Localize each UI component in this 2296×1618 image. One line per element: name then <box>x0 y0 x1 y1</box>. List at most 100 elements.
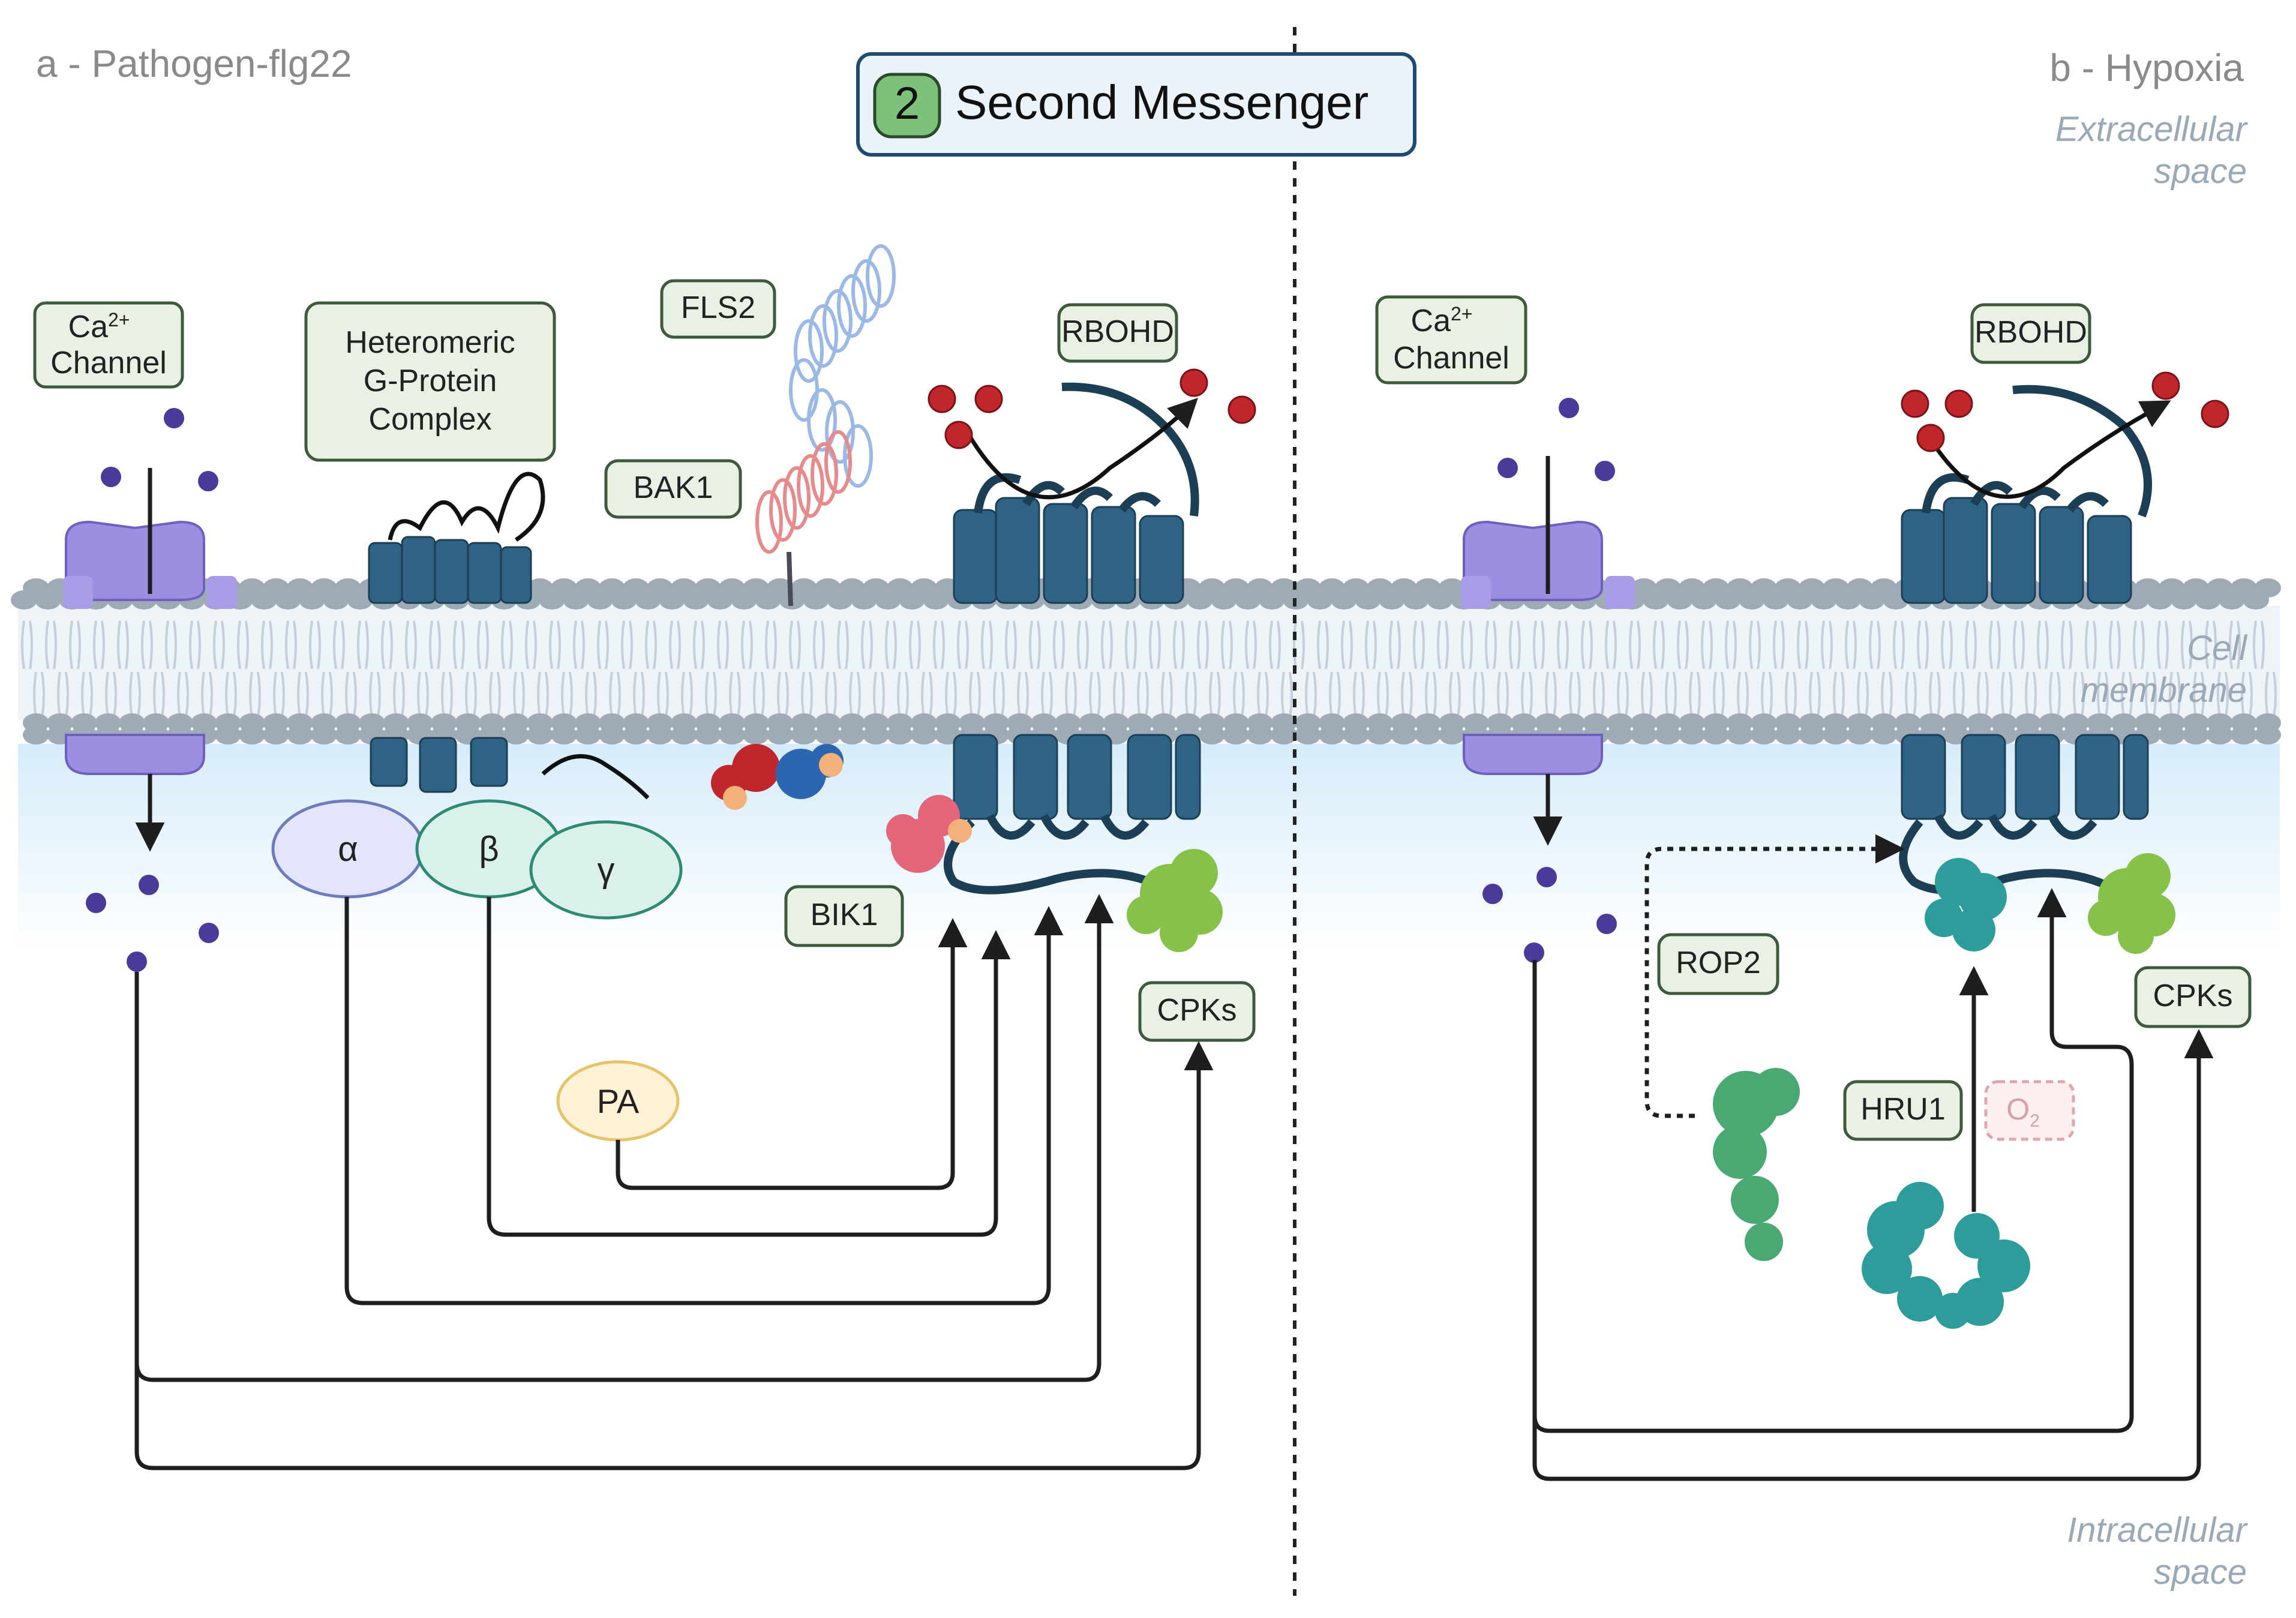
lipid-tail <box>1173 620 1185 670</box>
bik1-label: BIK1 <box>784 885 904 947</box>
membrane-label-2: membrane <box>2081 671 2247 710</box>
lipid-tail <box>1545 671 1557 718</box>
gamma-subunit <box>529 820 683 920</box>
lipid-head <box>251 590 277 610</box>
lipid-tail <box>21 620 33 670</box>
lipid-tail <box>1161 671 1173 718</box>
svg-text:FLS2: FLS2 <box>681 290 755 325</box>
lipid-tail <box>777 671 789 718</box>
lipid-tail <box>1533 620 1545 670</box>
lipid-tail <box>297 671 309 718</box>
lipid-tail <box>885 620 897 670</box>
lipid-tail <box>1413 620 1425 670</box>
lipid-head <box>1823 725 1849 745</box>
lipid-head <box>287 725 313 745</box>
lipid-tail <box>1713 671 1725 718</box>
lipid-tail <box>2061 620 2073 670</box>
rbohd-a <box>944 382 1201 894</box>
lipid-tail <box>2217 671 2229 718</box>
lipid-head <box>1691 590 1717 610</box>
lipid-tail <box>249 671 261 718</box>
svg-text:CPKs: CPKs <box>1157 993 1237 1028</box>
intracellular-label-1: Intracellular <box>2067 1511 2248 1550</box>
lipid-head <box>827 590 853 610</box>
lipid-tail <box>1113 671 1125 718</box>
lipid-tail <box>585 671 597 718</box>
lipid-tail <box>501 620 513 670</box>
lipid-tail <box>1593 671 1605 718</box>
fls2-label: FLS2 <box>660 279 776 339</box>
lipid-tail <box>1905 671 1917 718</box>
lipid-head <box>1787 590 1813 610</box>
lipid-tail <box>1977 671 1989 718</box>
lipid-tail <box>1377 671 1389 718</box>
lipid-head <box>1223 725 1249 745</box>
lipid-tail <box>381 620 393 670</box>
lipid-tail <box>549 620 561 670</box>
lipid-head <box>1331 590 1357 610</box>
lipid-head <box>311 725 337 745</box>
lipid-tail <box>621 620 633 670</box>
lipid-head <box>791 725 817 745</box>
lipid-tail <box>225 671 237 718</box>
lipid-tail <box>921 671 933 718</box>
lipid-tail <box>213 620 225 670</box>
lipid-tail <box>1569 671 1581 718</box>
lipid-tail <box>669 620 681 670</box>
lipid-tail <box>2181 620 2193 670</box>
lipid-tail <box>1929 671 1941 718</box>
lipid-tail <box>1005 620 1017 670</box>
lipid-tail <box>1809 671 1821 718</box>
lipid-tail <box>1293 620 1305 670</box>
lipid-tail <box>789 620 801 670</box>
lipid-tail <box>2109 620 2121 670</box>
lipid-tail <box>993 671 1005 718</box>
lipid-tail <box>1749 620 1761 670</box>
lipid-tail <box>1509 620 1521 670</box>
lipid-tail <box>2193 671 2205 718</box>
lipid-tail <box>957 620 969 670</box>
lipid-head <box>755 590 781 610</box>
lipid-tail <box>2085 620 2097 670</box>
lipid-tail <box>981 620 993 670</box>
lipid-tail <box>453 620 465 670</box>
lipid-head <box>1655 725 1681 745</box>
lipid-tail <box>561 671 573 718</box>
lipid-tail <box>477 620 489 670</box>
lipid-head <box>1835 590 1861 610</box>
rbohd-label-a: RBOHD <box>1057 303 1178 363</box>
lipid-head <box>839 725 865 745</box>
lipid-tail <box>1449 671 1461 718</box>
cpks-label-b: CPKs <box>2134 966 2252 1028</box>
lipid-tail <box>1725 620 1737 670</box>
lipid-tail <box>1845 620 1857 670</box>
lipid-tail <box>357 620 369 670</box>
lipid-tail <box>1461 620 1473 670</box>
lipid-tail <box>165 620 177 670</box>
lipid-head <box>239 725 265 745</box>
lipid-head <box>263 725 289 745</box>
svg-text:Ca2+: Ca2+ <box>68 309 130 344</box>
membrane-label-1: Cell <box>2187 629 2248 668</box>
svg-text:RBOHD: RBOHD <box>1974 315 2087 350</box>
lipid-head <box>1247 725 1273 745</box>
lipid-tail <box>1521 671 1533 718</box>
lipid-tail <box>1641 671 1653 718</box>
lipid-tail <box>1581 620 1593 670</box>
lipid-head <box>1799 725 1825 745</box>
lipid-tail <box>489 671 501 718</box>
lipid-head <box>695 725 721 745</box>
lipid-tail <box>1125 620 1137 670</box>
lipid-tail <box>633 671 645 718</box>
lipid-tail <box>753 671 765 718</box>
ca-channel-label-b: Ca2+ Channel <box>1375 295 1527 385</box>
lipid-tail <box>261 620 273 670</box>
lipid-tail <box>2253 620 2265 670</box>
lipid-tail <box>2001 671 2013 718</box>
lipid-tail <box>405 620 417 670</box>
lipid-tail <box>1029 620 1041 670</box>
lipid-head <box>539 590 565 610</box>
lipid-head <box>899 590 925 610</box>
lipid-tail <box>1989 620 2001 670</box>
lipid-tail <box>1329 671 1341 718</box>
